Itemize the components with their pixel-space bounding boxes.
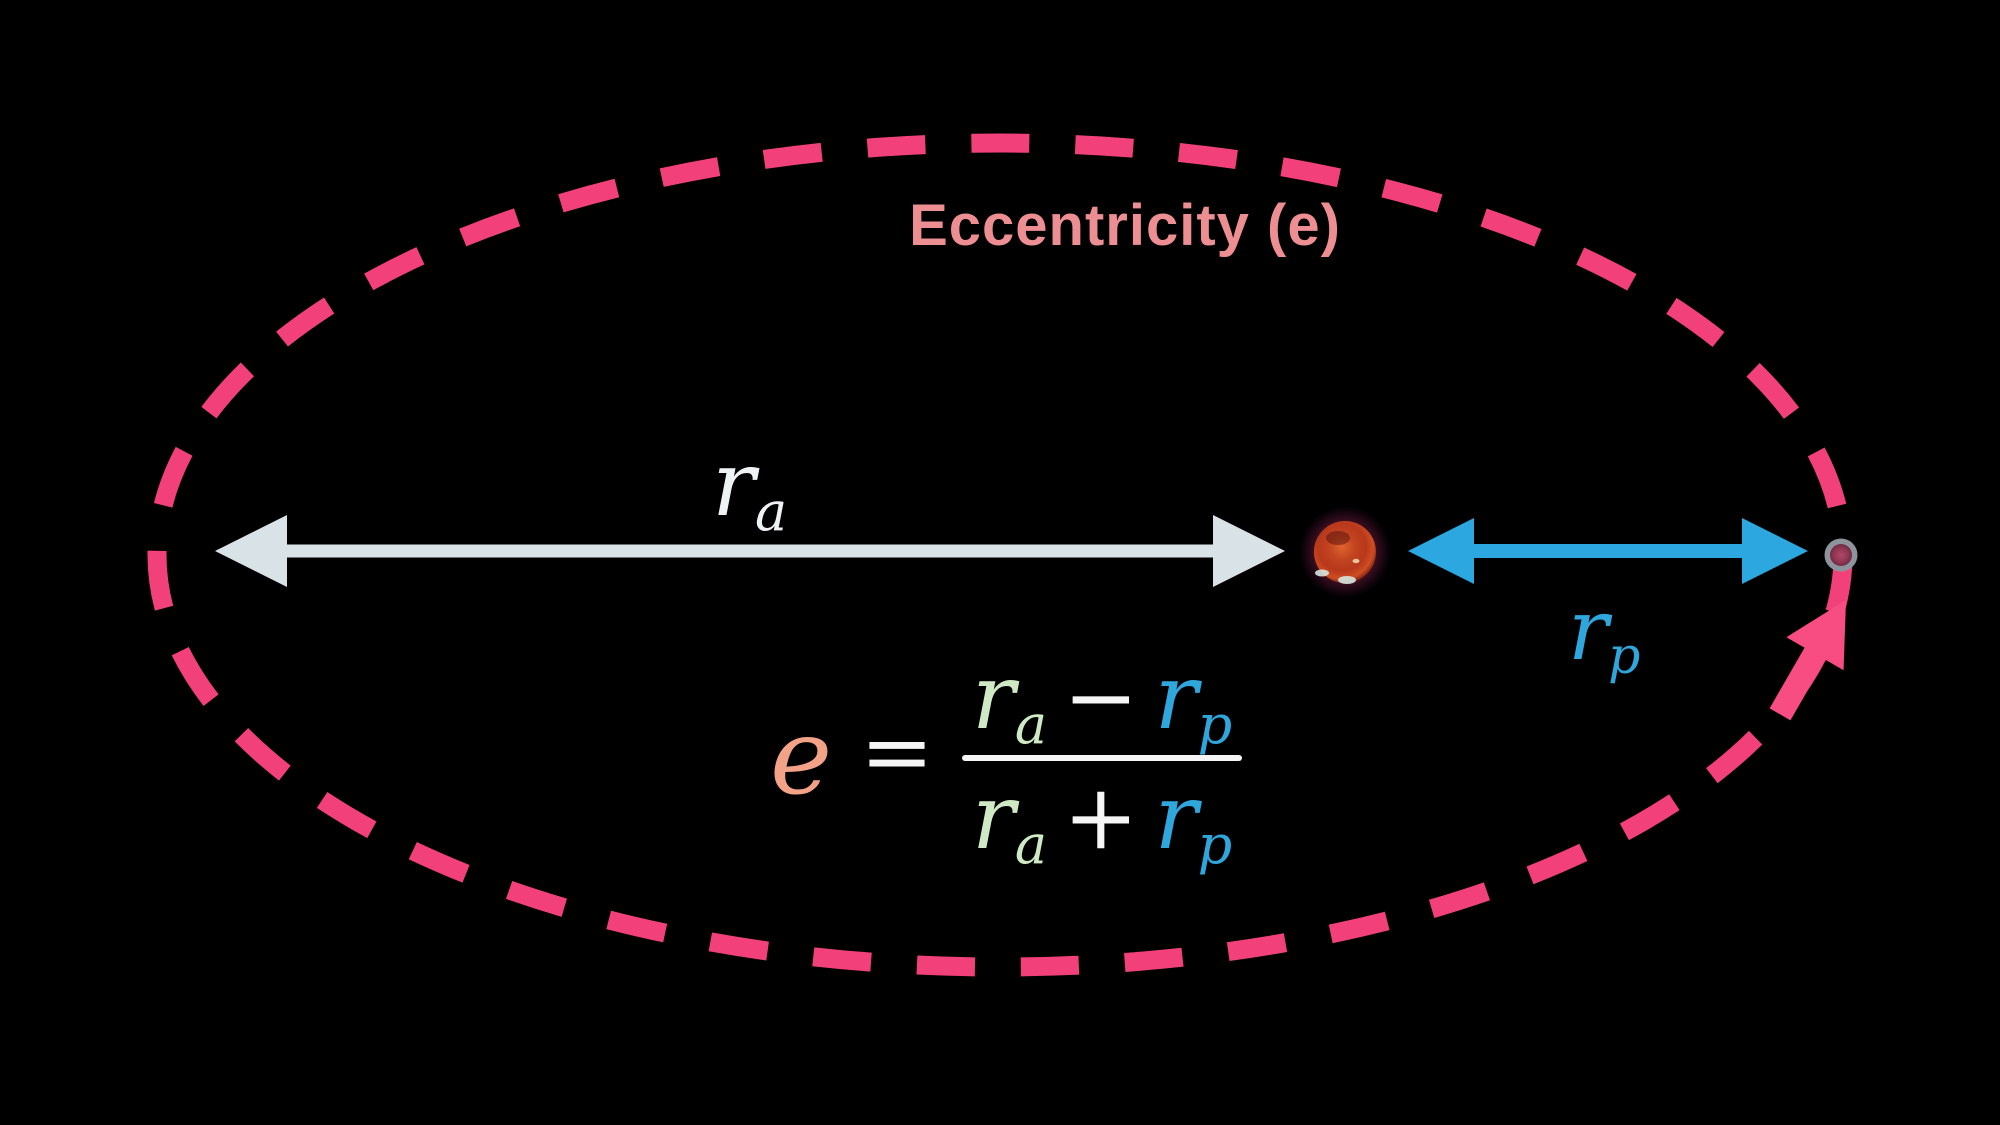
planet-dot xyxy=(1824,538,1858,572)
formula-denominator: ra + rp xyxy=(962,761,1242,871)
denominator-ra-base: r xyxy=(971,764,1015,870)
apoapsis-arrow xyxy=(215,515,1285,587)
numerator-ra-sub: a xyxy=(1014,693,1048,757)
numerator-ra: ra xyxy=(972,653,1047,752)
numerator-rp: rp xyxy=(1155,653,1233,752)
apoapsis-label-base: r xyxy=(712,432,756,537)
sun-speck xyxy=(1315,569,1329,577)
apoapsis-label-sub: a xyxy=(755,480,788,544)
denominator-rp-base: r xyxy=(1154,764,1198,870)
planet-core xyxy=(1830,544,1852,566)
formula-equals: = xyxy=(860,699,934,803)
formula-fraction: ra − rp ra + rp xyxy=(961,645,1243,871)
periapsis-label-sub: p xyxy=(1608,626,1641,686)
eccentricity-formula: e = ra − rp ra + rp xyxy=(770,645,1243,871)
formula-lhs: e xyxy=(770,696,833,818)
sun-icon xyxy=(1299,506,1391,598)
direction-arrow-tail xyxy=(1769,639,1831,721)
fraction-bar xyxy=(961,754,1243,761)
numerator-rp-sub: p xyxy=(1197,693,1233,757)
orbital-direction-arrow xyxy=(1769,600,1846,721)
apoapsis-label: ra xyxy=(712,440,787,539)
formula-numerator: ra − rp xyxy=(962,645,1242,755)
sun-dark-patch xyxy=(1326,531,1350,545)
denominator-ra-sub: a xyxy=(1014,812,1048,876)
periapsis-label: rp xyxy=(1568,588,1640,681)
denominator-rp: rp xyxy=(1155,772,1233,871)
numerator-ra-base: r xyxy=(971,645,1015,750)
periapsis-arrow xyxy=(1408,518,1808,584)
sun-speck xyxy=(1338,576,1356,584)
sun-speck xyxy=(1352,558,1360,564)
direction-arrow-head xyxy=(1786,600,1846,671)
sun-body xyxy=(1314,521,1376,583)
numerator-rp-base: r xyxy=(1154,645,1198,750)
denominator-rp-sub: p xyxy=(1197,812,1233,876)
denominator-ra: ra xyxy=(972,772,1047,871)
diagram-title: Eccentricity (e) xyxy=(909,193,1341,258)
plus-operator: + xyxy=(1063,764,1139,870)
minus-operator: − xyxy=(1063,645,1139,750)
periapsis-label-base: r xyxy=(1568,581,1609,679)
